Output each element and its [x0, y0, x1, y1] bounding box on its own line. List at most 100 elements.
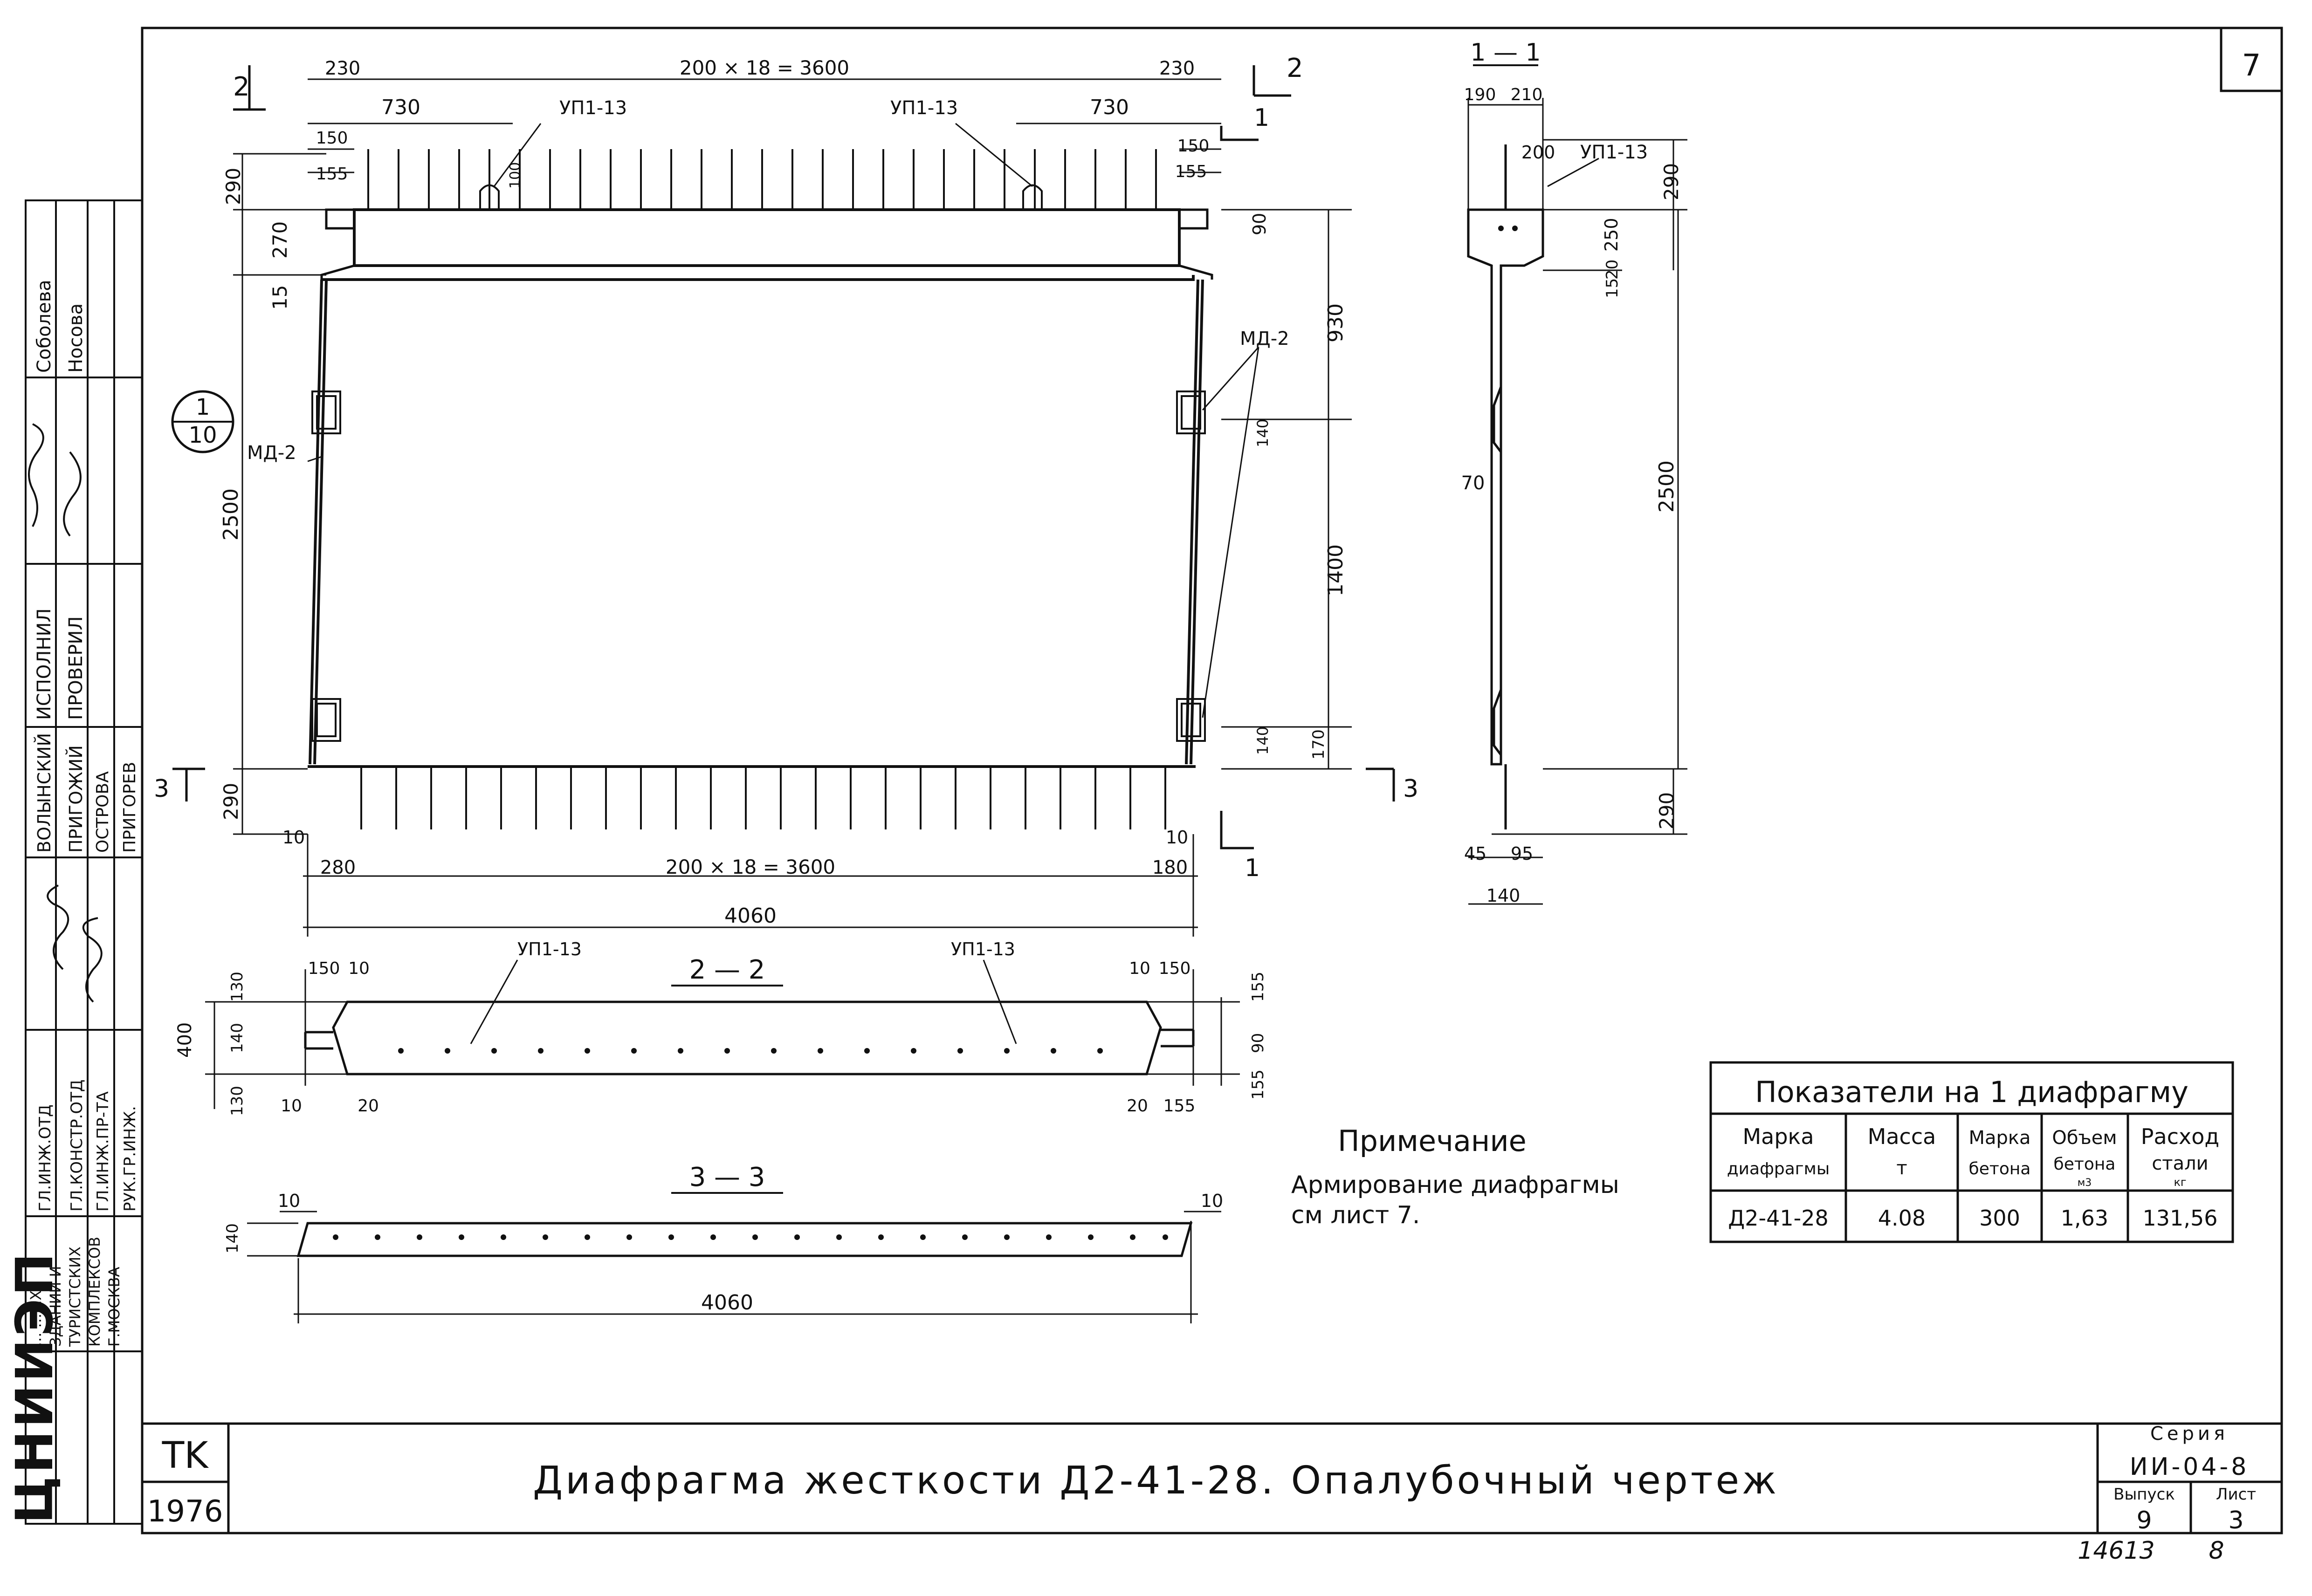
sec22-dim-20-left: 20 — [358, 1096, 379, 1116]
dim-150-left: 150 — [316, 129, 348, 148]
org-line-5: Г.МОСКВА — [105, 1267, 123, 1347]
stamp-role-1: ИСПОЛНИЛ — [34, 608, 55, 720]
elevation-view: 2 2 1 1 3 3 1 10 УП1-13 УП1-13 МД-2 МД-2… — [154, 53, 1418, 937]
sec11-dim-250: 250 — [1601, 218, 1622, 252]
dim-1400: 1400 — [1324, 544, 1348, 596]
sec11-dim-290-bottom: 290 — [1655, 792, 1678, 829]
th-1-l1: Марка — [1742, 1124, 1814, 1149]
sec22-rebar-dots — [398, 1048, 1103, 1054]
dim-bottom-total: 200 × 18 = 3600 — [666, 856, 835, 878]
th-2-l1: Масса — [1868, 1124, 1936, 1149]
dim-10-right: 10 — [1166, 827, 1188, 848]
sec22-dim-150-left: 150 — [308, 959, 340, 978]
sec22-dim-10-bottom: 10 — [281, 1096, 302, 1116]
stamp-role-5: ГЛ.ИНЖ.ПР-ТА — [94, 1091, 112, 1212]
sec11-dim-190: 190 — [1464, 85, 1496, 104]
elev-leader-lines — [307, 123, 1259, 718]
th-4-l1: Объем — [2052, 1127, 2117, 1149]
issue-value: 9 — [2136, 1507, 2152, 1534]
dim-10-left: 10 — [282, 827, 305, 848]
left-stamp: ИСПОЛНИЛ ПРОВЕРИЛ ВОЛЫНСКИЙ ПРИГОЖИЙ ПРИ… — [5, 199, 143, 1525]
section-mark-1-bottom: 1 — [1245, 854, 1260, 882]
dim-4060: 4060 — [724, 904, 777, 928]
th-1-l2: диафрагмы — [1727, 1159, 1830, 1178]
org-logo: ЦНИИЭП — [5, 1250, 64, 1524]
th-5-l3: кг — [2174, 1176, 2186, 1189]
sec22-dim-400: 400 — [174, 1022, 196, 1058]
sheet-label: Лист — [2216, 1485, 2256, 1504]
sec11-label-up: УП1-13 — [1580, 142, 1648, 163]
sec22-label-up-left: УП1-13 — [517, 939, 582, 959]
dim-230-right: 230 — [1159, 58, 1195, 79]
dim-90: 90 — [1249, 213, 1270, 235]
td-steel: 131,56 — [2143, 1206, 2218, 1231]
dim-top-total: 200 × 18 = 3600 — [680, 56, 849, 79]
sec22-dim-155-bottom: 155 — [1163, 1096, 1196, 1116]
indicators-table: Показатели на 1 диафрагму Марка диафрагм… — [1709, 1061, 2234, 1243]
sheet-value: 3 — [2228, 1507, 2243, 1534]
sec11-dim-200: 200 — [1521, 142, 1555, 163]
top-corbel-right — [1179, 208, 1213, 280]
sheet-number: 7 — [2242, 48, 2261, 83]
td-concrete: 300 — [1979, 1206, 2020, 1231]
dim-170: 170 — [1309, 729, 1328, 760]
dim-155-right: 155 — [1175, 162, 1207, 181]
section-marks-elev — [172, 65, 1395, 849]
sec11-dim-20: 20 — [1603, 260, 1622, 280]
sec33-dim-10-left: 10 — [278, 1191, 300, 1211]
stamp-name-2: ПРИГОЖИЙ — [66, 745, 86, 853]
sec33-dim-4060: 4060 — [701, 1291, 753, 1315]
org-line-1: ... ...ЫХ — [27, 1290, 45, 1347]
top-rebar-outlets — [367, 149, 1157, 210]
dim-280: 280 — [320, 857, 356, 878]
sec22-dim-155-right: 155 — [1249, 1069, 1267, 1100]
th-3-l2: бетона — [1969, 1159, 2031, 1178]
stamp-name-1: ВОЛЫНСКИЙ — [34, 733, 55, 853]
sec11-dim-lines — [1467, 98, 1687, 905]
year: 1976 — [147, 1494, 223, 1529]
dim-140-a: 140 — [1254, 419, 1272, 447]
org-line-4: КОМПЛЕКСОВ — [86, 1237, 103, 1347]
stamp-role-3: ГЛ.ИНЖ.ОТД — [36, 1104, 55, 1212]
node-number-top: 1 — [196, 394, 210, 420]
section-2-2: 2 — 2 УП1-13 УП1-13 — [174, 939, 1267, 1116]
lifting-loop-right — [1022, 184, 1043, 210]
bottom-rebar-outlets — [360, 767, 1166, 829]
dim-930: 930 — [1324, 303, 1348, 342]
td-mass: 4.08 — [1878, 1206, 1926, 1231]
dim-290-bottom: 290 — [220, 783, 242, 820]
sec22-dim-130-bottom: 130 — [228, 1086, 247, 1116]
sec11-dim-140: 140 — [1486, 885, 1521, 906]
th-3-l1: Марка — [1968, 1127, 2030, 1149]
stamp-role-2: ПРОВЕРИЛ — [65, 616, 87, 720]
sec11-dim-2500: 2500 — [1655, 460, 1679, 513]
sec22-label-up-right: УП1-13 — [951, 939, 1015, 959]
stamp-name2-1: Соболева — [34, 280, 55, 373]
dim-230-left: 230 — [325, 58, 360, 79]
stamp-role-6: РУК.ГР.ИНЖ. — [121, 1106, 139, 1212]
dim-155-left: 155 — [316, 164, 348, 184]
section-1-1-title: 1 — 1 — [1470, 39, 1541, 67]
sec33-dim-10-right: 10 — [1201, 1191, 1223, 1211]
label-up-right: УП1-13 — [890, 97, 958, 119]
section-1-1: 1 — 1 190 210 200 — [1461, 39, 1687, 906]
sheet-title: Диафрагма жесткости Д2-41-28. Опалубочны… — [533, 1459, 1779, 1503]
sec11-dim-15: 15 — [1603, 278, 1622, 298]
sec11-dim-210: 210 — [1511, 85, 1543, 104]
dim-270: 270 — [268, 221, 291, 259]
note-block: Примечание Армирование диафрагмы см лист… — [1291, 1124, 1619, 1229]
node-number-bottom: 10 — [188, 422, 217, 448]
note-line-1: Армирование диафрагмы — [1291, 1171, 1619, 1199]
th-5-l1: Расход — [2141, 1124, 2219, 1149]
sec22-dim-lines — [205, 959, 1240, 1109]
sheet-number-box: 7 — [2220, 27, 2283, 92]
dim-290-top: 290 — [222, 168, 245, 205]
dim-730-right: 730 — [1090, 96, 1129, 119]
note-title: Примечание — [1338, 1124, 1527, 1158]
sec22-dim-130-top: 130 — [228, 972, 247, 1002]
section-mark-3-right: 3 — [1403, 775, 1418, 803]
stamp-name2-2: Носова — [65, 303, 87, 373]
th-2-l2: т — [1896, 1158, 1907, 1179]
label-md-left: МД-2 — [247, 442, 296, 464]
